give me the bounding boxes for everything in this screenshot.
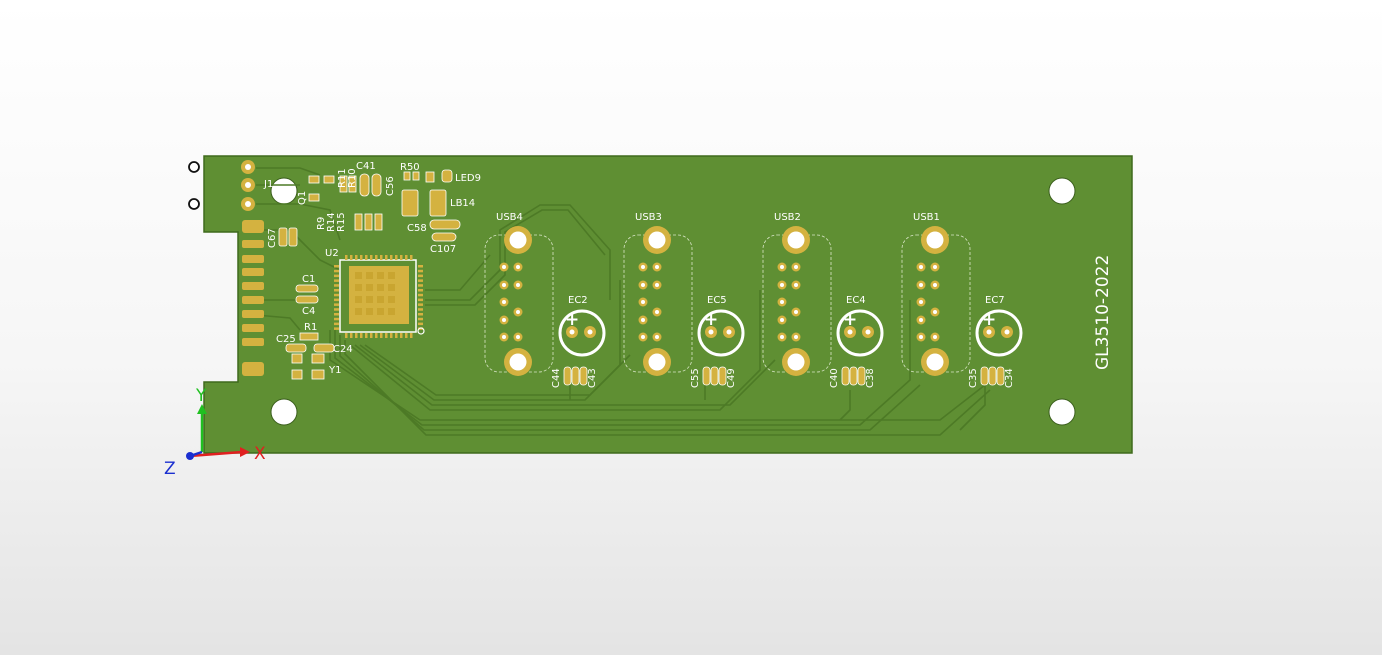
mounting-hole [270, 177, 298, 205]
c-label-left: C55 [690, 368, 701, 388]
c-label-right: C43 [587, 368, 598, 388]
mounting-hole [1048, 398, 1076, 426]
j1-header [241, 160, 255, 211]
label-c67: C67 [267, 228, 278, 248]
axis-x-label: X [254, 444, 266, 464]
label-c25: C25 [276, 334, 296, 345]
c-label-right: C38 [865, 368, 876, 388]
cap-polarity-plus: + [704, 310, 718, 330]
pcb-board [203, 155, 1133, 454]
edge-hole-bottom [188, 198, 200, 210]
label-q1: Q1 [297, 191, 308, 205]
usb-label: USB4 [496, 212, 523, 223]
board-title: GL3510-2022 [1093, 255, 1113, 370]
mounting-holes [270, 177, 1076, 426]
axis-z-label: Z [164, 459, 176, 479]
c-label-left: C35 [968, 368, 979, 388]
edge-pad [242, 338, 264, 346]
label-r11: R11 [337, 168, 348, 188]
cap-polarity-plus: + [565, 310, 579, 330]
smd-parts [278, 169, 461, 380]
u2-chip [334, 255, 425, 338]
label-c41: C41 [356, 161, 376, 172]
label-c24: C24 [333, 344, 353, 355]
edge-pad [242, 362, 264, 376]
edge-pad [242, 240, 264, 248]
silkscreen-labels: J1 Q1 C67 C41 R50 LED9 R11 R10 C56 R9 R1… [263, 161, 1113, 376]
cap-polarity-plus: + [982, 310, 996, 330]
axis-triad: X Y Z [164, 386, 266, 479]
cap-label: EC4 [846, 295, 866, 306]
label-lb14: LB14 [450, 198, 475, 209]
label-r10: R10 [347, 168, 358, 188]
edge-hole-top [188, 161, 200, 173]
edge-pad [242, 324, 264, 332]
mounting-hole [1048, 177, 1076, 205]
c-label-left: C44 [551, 368, 562, 388]
label-u2: U2 [325, 248, 339, 259]
label-r15: R15 [336, 212, 347, 232]
c-label-right: C49 [726, 368, 737, 388]
c-label-right: C34 [1004, 368, 1015, 388]
label-y1: Y1 [328, 365, 341, 376]
label-c56: C56 [385, 176, 396, 196]
label-j1: J1 [263, 179, 273, 190]
label-r9: R9 [316, 217, 327, 230]
edge-pad [242, 268, 264, 276]
label-c1: C1 [302, 274, 315, 285]
edge-pad [242, 310, 264, 318]
cap-label: EC7 [985, 295, 1005, 306]
axis-y-label: Y [195, 386, 207, 406]
cap-polarity-plus: + [843, 310, 857, 330]
label-c58: C58 [407, 223, 427, 234]
edge-pad [242, 296, 264, 304]
cap-label: EC5 [707, 295, 727, 306]
c-label-left: C40 [829, 368, 840, 388]
edge-pad [242, 282, 264, 290]
edge-pad [242, 255, 264, 263]
edge-connector [242, 220, 264, 376]
usb-label: USB2 [774, 212, 801, 223]
usb-label: USB1 [913, 212, 940, 223]
label-r50: R50 [400, 162, 420, 173]
label-r14: R14 [326, 212, 337, 232]
usb-label: USB3 [635, 212, 662, 223]
label-c4: C4 [302, 306, 315, 317]
cap-label: EC2 [568, 295, 588, 306]
label-led9: LED9 [455, 173, 481, 184]
label-c107: C107 [430, 244, 456, 255]
edge-pad [242, 220, 264, 233]
label-r1: R1 [304, 322, 317, 333]
mounting-hole [270, 398, 298, 426]
